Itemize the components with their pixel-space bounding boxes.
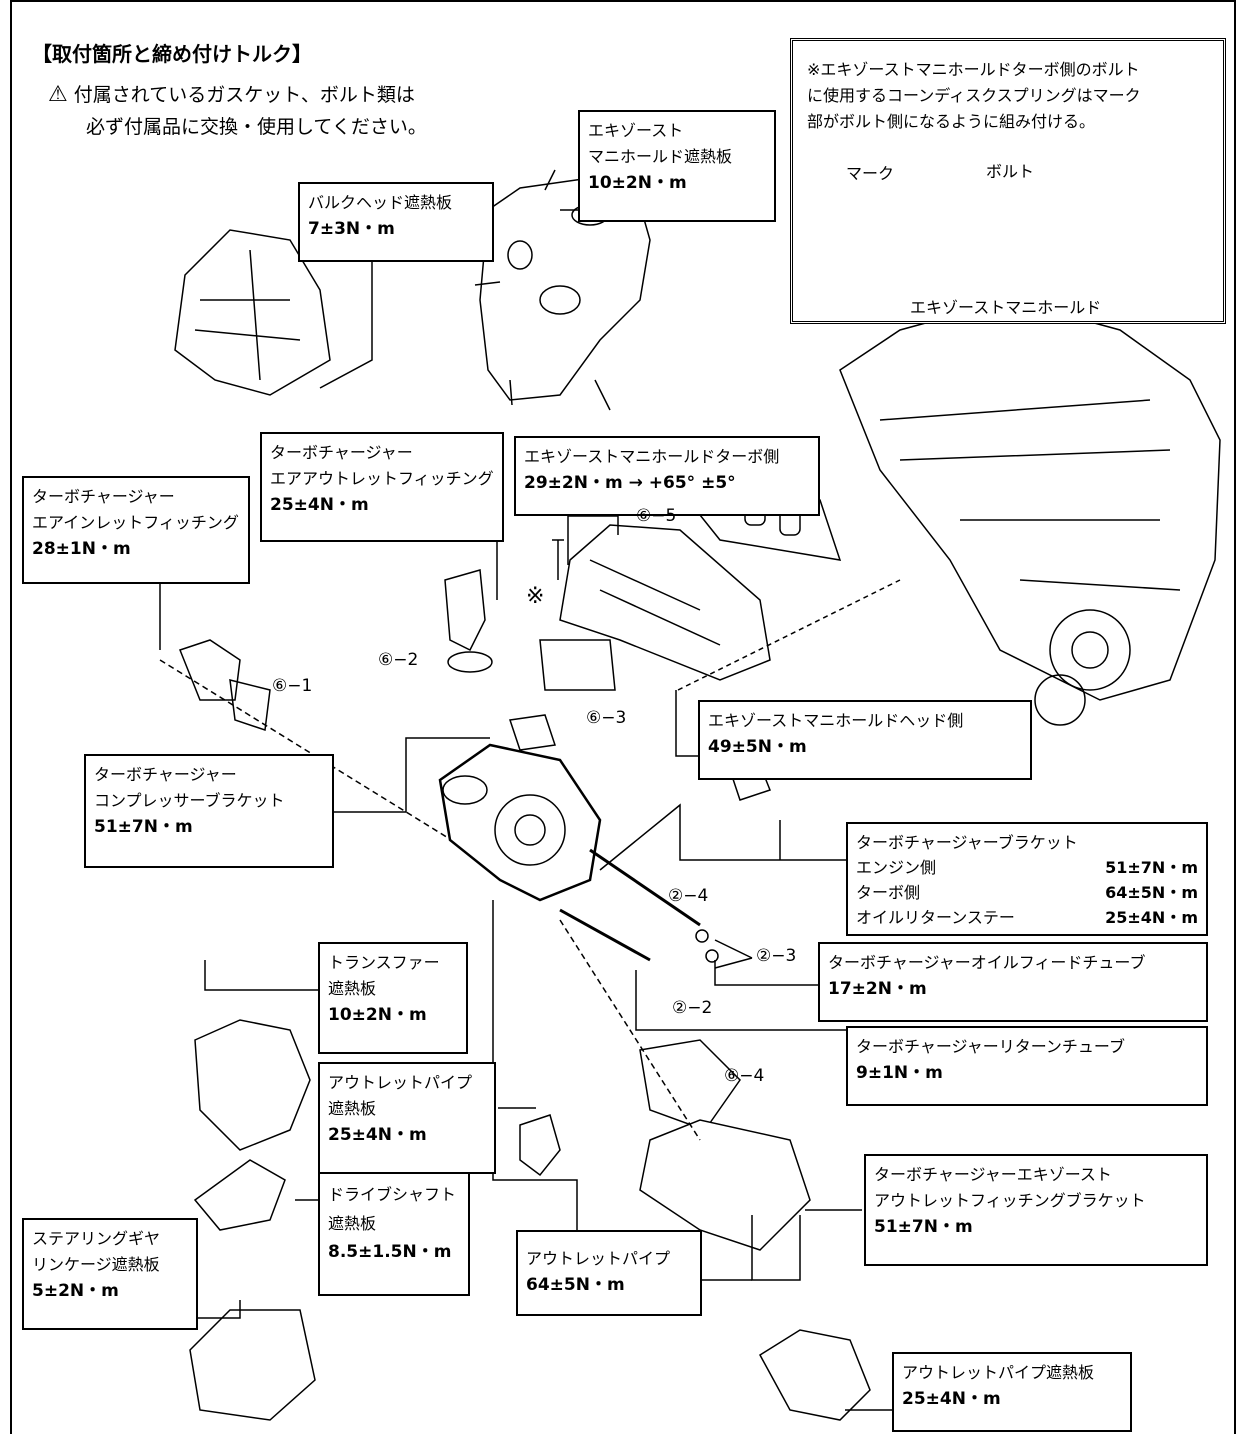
gasket-6-4-part xyxy=(639,1039,741,1131)
bolt-label: ボルト xyxy=(986,162,1035,181)
label-air-outlet-fitting: ターボチャージャー エアアウトレットフィッチング 25±4N・m xyxy=(260,432,504,542)
bulkhead-heat-plate-part xyxy=(174,229,331,396)
turbocharger-part xyxy=(438,743,602,902)
air-outlet-fitting-part xyxy=(444,569,486,652)
mark-label: マーク xyxy=(846,164,895,183)
label-manifold-head-side: エキゾーストマニホールドヘッド側 49±5N・m xyxy=(698,700,1032,780)
note-box: ※エキゾーストマニホールドターボ側のボルト に使用するコーンディスクスプリングは… xyxy=(790,38,1226,324)
label-return-tube: ターボチャージャーリターンチューブ 9±1N・m xyxy=(846,1026,1208,1106)
label-bulkhead-heat-plate: バルクヘッド遮熱板 7±3N・m xyxy=(298,182,494,262)
note-line-1: ※エキゾーストマニホールドターボ側のボルト xyxy=(807,60,1140,79)
engine-part xyxy=(839,299,1221,701)
callout-2-2: ②−2 xyxy=(672,998,713,1018)
exhaust-manifold-part xyxy=(559,524,771,681)
callout-2-3: ②−3 xyxy=(756,946,797,966)
label-air-inlet-fitting: ターボチャージャー エアインレットフィッチング 28±1N・m xyxy=(22,476,250,584)
warning-icon: ⚠ xyxy=(48,82,68,107)
label-exhaust-manifold-heat-plate: エキゾースト マニホールド遮熱板 10±2N・m xyxy=(578,110,776,222)
gasket-6-3-part xyxy=(539,639,616,691)
label-steering-heat-plate: ステアリングギヤ リンケージ遮熱板 5±2N・m xyxy=(22,1218,198,1330)
callout-6-3: ⑥−3 xyxy=(586,708,627,728)
label-exhaust-outlet-bracket: ターボチャージャーエキゾースト アウトレットフィッチングブラケット 51±7N・… xyxy=(864,1154,1208,1266)
callout-6-4: ⑥−4 xyxy=(724,1066,765,1086)
warning-text-1: ⚠ 付属されているガスケット、ボルト類は xyxy=(48,82,415,107)
transfer-heat-plate-part xyxy=(194,1019,311,1151)
exhaust-outlet-part xyxy=(639,1119,811,1251)
label-turbo-bracket: ターボチャージャーブラケット エンジン側 51±7N・m ターボ側 64±5N・… xyxy=(846,822,1208,936)
page-frame xyxy=(10,0,1236,1434)
manifold-label: エキゾーストマニホールド xyxy=(910,298,1102,317)
label-outlet-pipe-heat-plate-2: アウトレットパイプ遮熱板 25±4N・m xyxy=(892,1352,1132,1432)
callout-2-4: ②−4 xyxy=(668,886,709,906)
label-outlet-pipe: アウトレットパイプ 64±5N・m xyxy=(516,1230,702,1316)
callout-6-1: ⑥−1 xyxy=(272,676,313,696)
label-transfer-heat-plate: トランスファー 遮熱板 10±2N・m xyxy=(318,942,468,1054)
callout-6-2: ⑥−2 xyxy=(378,650,419,670)
note-line-2: に使用するコーンディスクスプリングはマーク xyxy=(807,86,1141,105)
turbo-bracket-row-turbo: ターボ側 64±5N・m xyxy=(856,883,1198,902)
turbo-bracket-row-engine: エンジン側 51±7N・m xyxy=(856,858,1198,877)
label-driveshaft-heat-plate: ドライブシャフト 遮熱板 8.5±1.5N・m xyxy=(318,1172,470,1296)
callout-asterisk: ※ xyxy=(526,584,545,609)
warning-text-2: 必ず付属品に交換・使用してください。 xyxy=(86,116,427,138)
page-title: 【取付箇所と締め付けトルク】 xyxy=(32,42,312,66)
label-oil-feed-tube: ターボチャージャーオイルフィードチューブ 17±2N・m xyxy=(818,942,1208,1022)
air-inlet-fitting-part xyxy=(179,639,241,701)
label-compressor-bracket: ターボチャージャー コンプレッサーブラケット 51±7N・m xyxy=(84,754,334,868)
label-outlet-pipe-heat-plate-1: アウトレットパイプ 遮熱板 25±4N・m xyxy=(318,1062,496,1174)
label-manifold-turbo-side: エキゾーストマニホールドターボ側 29±2N・m → +65° ±5° xyxy=(514,436,820,516)
callout-6-5: ⑥−5 xyxy=(636,506,677,526)
note-line-3: 部がボルト側になるように組み付ける。 xyxy=(807,112,1096,131)
turbo-bracket-row-oil-return: オイルリターンステー 25±4N・m xyxy=(856,908,1198,927)
